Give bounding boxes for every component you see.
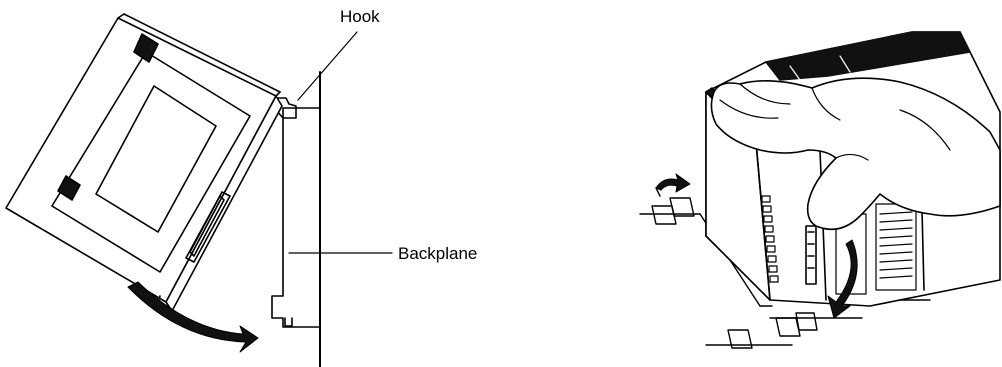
rotate-arrow-icon — [655, 173, 691, 193]
top-slot — [133, 33, 159, 63]
hook-leader — [297, 31, 358, 101]
unit-connector — [805, 225, 817, 285]
display-window — [95, 85, 217, 233]
backplane-panel — [271, 107, 321, 328]
curved-arrow-icon — [127, 281, 259, 353]
backplane-label: Backplane — [398, 244, 478, 263]
led-indicators — [761, 195, 779, 283]
hand-icon — [710, 77, 1001, 231]
rotate-down-arrow-icon — [827, 239, 858, 319]
bottom-slot — [57, 175, 81, 201]
cpu-unit-tilted — [5, 13, 283, 312]
backplane-bottom-clip — [284, 317, 293, 327]
hook-label: Hook — [340, 7, 380, 26]
